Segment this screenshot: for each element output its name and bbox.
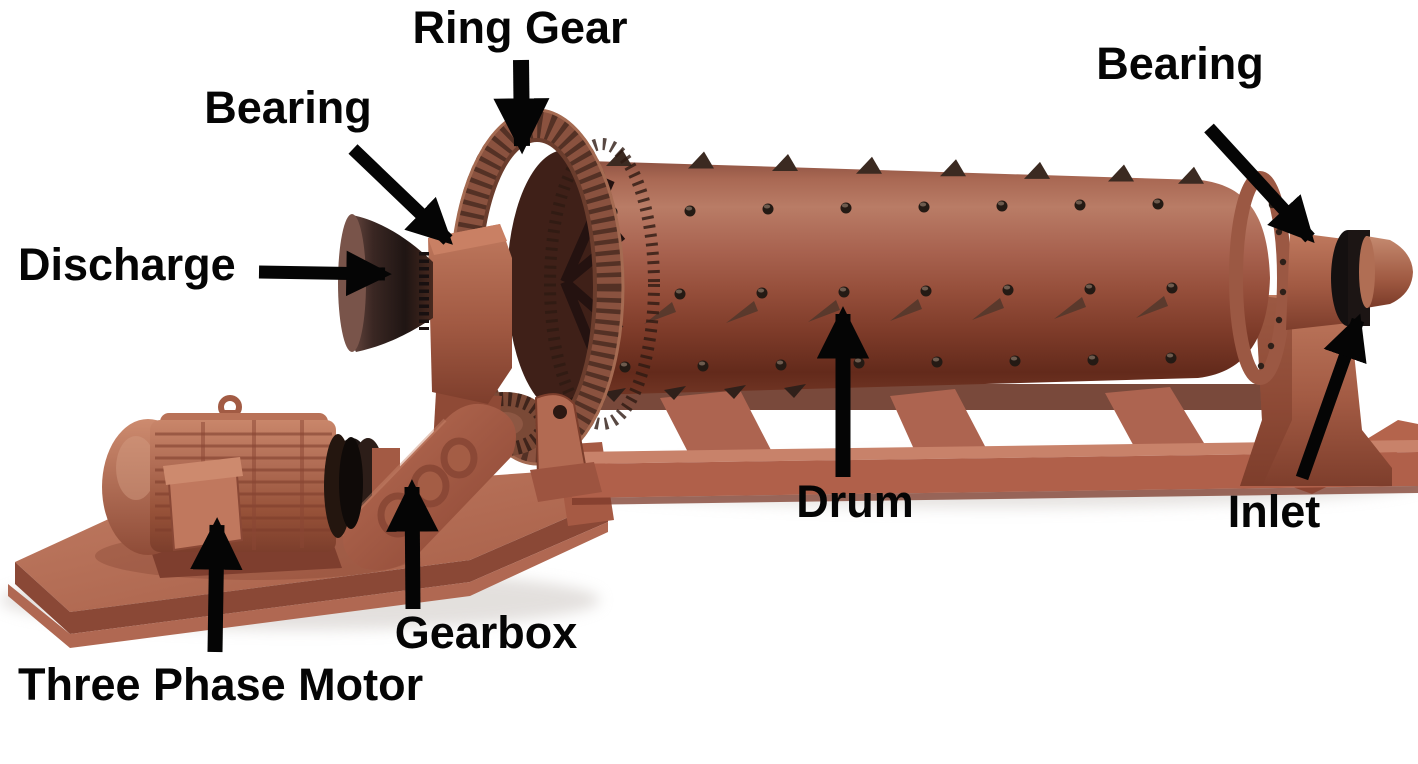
label-discharge: Discharge [18, 239, 236, 290]
label-bearing-right: Bearing [1096, 38, 1264, 89]
label-inlet: Inlet [1227, 486, 1321, 537]
drum-bottom-nubs [604, 384, 806, 402]
label-gearbox: Gearbox [394, 607, 578, 658]
drum-lifter-spikes-top [606, 149, 1204, 184]
discharge-cone [338, 214, 433, 352]
label-drum: Drum [796, 476, 914, 527]
drum [556, 149, 1291, 402]
bearing-left-arrow [348, 144, 453, 245]
gearbox-arrow [386, 479, 439, 610]
label-three-phase-motor: Three Phase Motor [18, 659, 424, 710]
three-phase-motor-arrow [190, 517, 243, 653]
discharge-arrow [258, 250, 392, 297]
label-bearing-left: Bearing [204, 82, 372, 133]
label-ring-gear: Ring Gear [412, 2, 628, 53]
bearing-right-arrow [1204, 123, 1315, 244]
annotation-arrows [190, 59, 1367, 653]
support-frame [556, 384, 1418, 526]
bearing-right-assembly [1286, 230, 1413, 330]
inlet-arrow [1295, 313, 1367, 481]
ring-gear-arrow [493, 59, 550, 155]
three-phase-motor [102, 395, 363, 578]
drum-lifter-spikes-mid [644, 296, 1168, 324]
